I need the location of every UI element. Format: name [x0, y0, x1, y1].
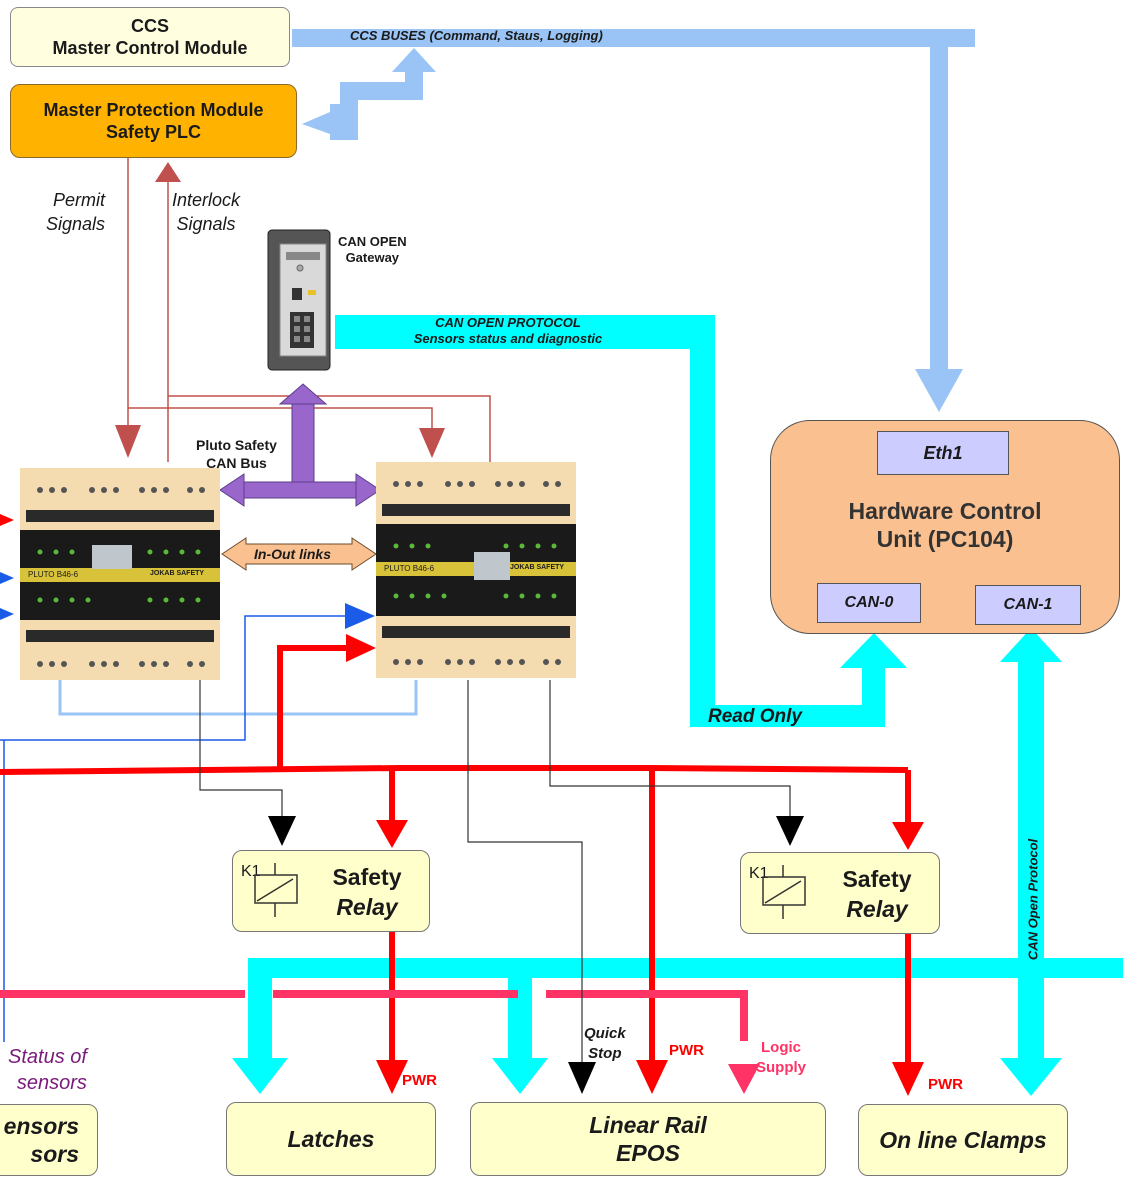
- relay-right-line2: Relay: [846, 896, 908, 922]
- can-open-line: [232, 315, 1123, 1096]
- logic-line2: Supply: [756, 1059, 807, 1076]
- interlock-arrowheads: [115, 162, 445, 458]
- safety-relay-right: K1 Safety Relay: [740, 852, 940, 934]
- relay-left-line1: Safety: [332, 864, 402, 890]
- online-clamps-box: On line Clamps: [858, 1104, 1068, 1176]
- pwr-label-latches: PWR: [402, 1072, 437, 1089]
- relay-coil-icon: [254, 863, 298, 917]
- quick-stop-label: Quick Stop: [584, 1024, 626, 1064]
- can0-port: CAN-0: [817, 583, 921, 623]
- can-open-protocol-vertical-label: CAN Open Protocol: [1025, 838, 1041, 961]
- sensor-input-arrowhead: [345, 603, 375, 629]
- logic-line1: Logic: [761, 1039, 801, 1056]
- pluto-line2: CAN Bus: [206, 455, 267, 471]
- status-of-sensors-label: Status of sensors: [8, 1044, 87, 1096]
- hcu-title: Hardware Control Unit (PC104): [811, 495, 1079, 555]
- can-open-protocol-label: CAN OPEN PROTOCOL Sensors status and dia…: [390, 315, 626, 347]
- can-open-gateway: [267, 229, 331, 371]
- mpm-line1: Master Protection Module: [43, 100, 264, 120]
- sensors-line1: ensors: [3, 1113, 79, 1139]
- ccs-bus-lines: [292, 29, 975, 412]
- pluto-left-maker: JOKAB SAFETY: [150, 570, 205, 577]
- ccs-line1: CCS: [130, 16, 169, 36]
- rail-line2: EPOS: [616, 1140, 680, 1166]
- pluto-can-bus: [219, 383, 381, 507]
- power-arrowheads: [346, 634, 924, 1096]
- status-line1: Status of: [8, 1046, 87, 1068]
- latches-label: Latches: [287, 1125, 375, 1152]
- gateway-label: CAN OPEN Gateway: [338, 234, 407, 266]
- pluto-line1: Pluto Safety: [196, 437, 277, 453]
- read-only-label: Read Only: [708, 706, 802, 727]
- logic-supply-arrowhead: [728, 1064, 760, 1094]
- relay-left-text: Safety Relay: [315, 859, 419, 925]
- sensors-line2: sors: [30, 1141, 79, 1167]
- ccs-line2: Master Control Module: [52, 38, 248, 58]
- gateway-line2: Gateway: [345, 250, 400, 265]
- canopen-line1: CAN OPEN PROTOCOL: [435, 315, 581, 330]
- canopen-line2: Sensors status and diagnostic: [413, 331, 603, 346]
- relay-left-line2: Relay: [336, 894, 398, 920]
- relay-coil-icon: [762, 865, 806, 919]
- ccs-master-control-module: CCS Master Control Module: [10, 7, 290, 67]
- eth1-port: Eth1: [877, 431, 1009, 475]
- hcu-title-line2: Unit (PC104): [876, 526, 1014, 552]
- linear-rail-epos-box: Linear Rail EPOS: [470, 1102, 826, 1176]
- inout-links-label: In-Out links: [254, 546, 331, 562]
- permit-line2: Signals: [46, 214, 106, 234]
- master-protection-module: Master Protection Module Safety PLC: [10, 84, 297, 158]
- relay-right-line1: Safety: [842, 866, 912, 892]
- clamps-label: On line Clamps: [879, 1126, 1047, 1153]
- control-wires: [199, 680, 791, 1062]
- mpm-line2: Safety PLC: [105, 122, 202, 142]
- ccs-buses-label: CCS BUSES (Command, Staus, Logging): [350, 28, 603, 43]
- quick-line2: Stop: [588, 1045, 622, 1062]
- interlock-line1: Interlock: [172, 190, 241, 210]
- safety-relay-left: K1 Safety Relay: [232, 850, 430, 932]
- pluto-left-brand: PLUTO B46-6: [28, 570, 79, 579]
- permit-line1: Permit: [53, 190, 106, 210]
- interlock-lines: [127, 158, 491, 462]
- sensors-box: ensors sors: [0, 1104, 98, 1176]
- relay-right-text: Safety Relay: [825, 861, 929, 927]
- pluto-right-brand: PLUTO B46-6: [384, 564, 435, 573]
- can1-port: CAN-1: [975, 585, 1081, 625]
- latches-box: Latches: [226, 1102, 436, 1176]
- control-arrowheads: [268, 816, 804, 1094]
- permit-signals-label: Permit Signals: [46, 188, 105, 236]
- rail-line1: Linear Rail: [589, 1112, 707, 1138]
- quick-line1: Quick: [584, 1025, 626, 1042]
- pwr-label-rail: PWR: [669, 1042, 704, 1059]
- pluto-right-maker: JOKAB SAFETY: [510, 564, 565, 571]
- hardware-control-unit: Eth1 Hardware Control Unit (PC104) CAN-0…: [770, 420, 1120, 634]
- pluto-can-label: Pluto Safety CAN Bus: [196, 436, 277, 472]
- status-line2: sensors: [16, 1072, 87, 1094]
- pluto-module-left: [20, 468, 220, 680]
- pwr-label-clamps: PWR: [928, 1076, 963, 1093]
- pluto-module-right: [376, 462, 576, 678]
- interlock-line2: Signals: [176, 214, 236, 234]
- logic-supply-line: [0, 990, 748, 1068]
- gateway-line1: CAN OPEN: [338, 234, 407, 249]
- logic-supply-label: Logic Supply: [756, 1038, 806, 1078]
- left-edge-arrowheads: [0, 514, 14, 620]
- interlock-signals-label: Interlock Signals: [172, 188, 240, 236]
- hcu-title-line1: Hardware Control: [848, 498, 1042, 524]
